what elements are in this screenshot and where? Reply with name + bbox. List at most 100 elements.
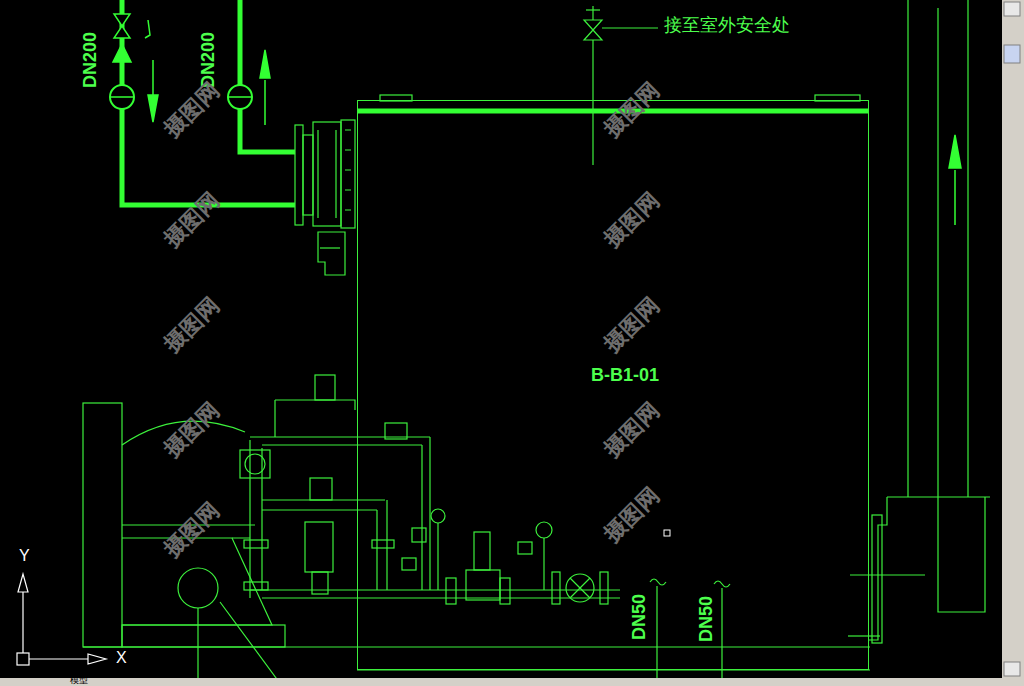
pump-unit-part <box>122 625 285 647</box>
inlet-pipes-part <box>122 0 295 205</box>
inlet-pipes <box>122 0 295 205</box>
right-duct-part <box>850 574 925 575</box>
pump-piping-part <box>570 578 590 598</box>
manhole-flange-part <box>295 125 303 225</box>
leader-lines-part <box>656 586 657 686</box>
pump-piping-part <box>315 375 335 400</box>
pump-piping-part <box>250 440 262 598</box>
watermark: 摄图网 <box>160 78 224 142</box>
pump-piping-part <box>422 437 430 590</box>
pump-piping-part <box>250 590 620 598</box>
flow-arrows-part <box>949 135 961 168</box>
tank-body: B-B1-01 <box>357 100 869 670</box>
axis-label: Y <box>19 547 30 565</box>
pump-piping-part <box>500 578 510 604</box>
watermark: 摄图网 <box>160 293 224 357</box>
flow-arrows-part <box>954 170 956 225</box>
manhole-flange-part <box>303 135 313 215</box>
pump-piping-part <box>536 522 552 538</box>
pump-piping-part <box>566 574 594 602</box>
window-chrome-part <box>1004 45 1020 63</box>
pump-piping-part <box>600 572 608 604</box>
vent-pipe-part <box>586 9 600 10</box>
manhole-flange <box>295 120 355 275</box>
right-duct-part <box>908 0 985 612</box>
window-chrome-part <box>1004 662 1020 676</box>
flow-arrows-part <box>145 20 150 38</box>
flow-arrows <box>145 20 961 225</box>
pipe-size: DN200 <box>81 32 101 88</box>
pump-piping-part <box>518 542 532 554</box>
pump-piping-part <box>446 578 456 604</box>
watermark: 摄图网 <box>160 398 224 462</box>
pump-piping-part <box>245 454 265 474</box>
snap-marker-part <box>664 530 670 536</box>
ucs-icon-part <box>17 653 29 665</box>
pump-piping-part <box>431 509 445 523</box>
layout-tab: 模型 <box>70 676 88 686</box>
watermark: 摄图网 <box>600 293 664 357</box>
vent-pipe-part <box>584 20 602 40</box>
pump-piping-part <box>310 478 332 500</box>
pump-piping-part <box>412 528 426 542</box>
watermark: 摄图网 <box>600 398 664 462</box>
window-chrome-part <box>1004 2 1020 16</box>
right-duct-part <box>848 635 880 636</box>
pump-piping-part <box>372 540 394 548</box>
pump-piping-part <box>244 540 268 548</box>
inlet-pipes-part <box>240 0 295 152</box>
pump-piping-part <box>402 558 416 570</box>
axis-label: X <box>116 649 127 667</box>
right-duct-part <box>887 496 990 497</box>
pump-piping-part <box>474 532 490 570</box>
flow-arrows-part <box>148 95 158 122</box>
flow-arrows-part <box>152 60 154 100</box>
window-chrome-part <box>1002 0 1024 686</box>
pump-piping-part <box>244 582 268 590</box>
watermark: 摄图网 <box>160 188 224 252</box>
pump-piping-part <box>543 538 544 590</box>
pump-piping-part <box>250 437 430 445</box>
pipe-valves-part <box>113 44 131 62</box>
ucs-icon-part <box>23 580 100 659</box>
pump-unit-part <box>83 403 122 647</box>
window-chrome-part <box>0 678 1024 686</box>
pump-unit-part <box>83 646 870 647</box>
equipment-tag: B-B1-01 <box>591 365 659 386</box>
pump-piping-part <box>312 572 328 594</box>
pump-piping-part <box>552 572 560 604</box>
pipe-valves-part <box>114 14 130 26</box>
right-duct-part <box>868 497 887 640</box>
flow-arrows-part <box>260 50 270 78</box>
manhole-flange-part <box>318 130 351 218</box>
pump-piping-part <box>240 450 270 478</box>
ucs-icon-part <box>18 574 28 592</box>
right-duct <box>848 0 990 643</box>
manhole-flange-part <box>320 247 340 248</box>
ucs-icon-part <box>88 654 106 664</box>
pipe-valves <box>110 14 252 109</box>
manhole-flange-part <box>313 122 341 226</box>
pump-piping-part <box>466 570 500 600</box>
watermark: 摄图网 <box>600 188 664 252</box>
ucs-icon <box>17 574 106 665</box>
flow-arrows-part <box>264 80 266 125</box>
pump-piping-part <box>305 522 333 572</box>
watermark: 摄图网 <box>160 498 224 562</box>
snap-marker <box>664 530 670 536</box>
manhole-flange-part <box>341 120 355 228</box>
pump-unit <box>83 403 870 686</box>
right-duct-part <box>872 515 882 643</box>
pipe-valves-part <box>114 26 130 38</box>
vent-pipe-part <box>602 27 658 28</box>
pump-unit-part <box>178 568 218 608</box>
leader-lines-part <box>714 581 730 587</box>
pipe-size: DN50 <box>630 594 650 640</box>
pump-piping-part <box>275 400 355 437</box>
pipe-size: DN50 <box>697 596 717 642</box>
watermark: 摄图网 <box>600 483 664 547</box>
